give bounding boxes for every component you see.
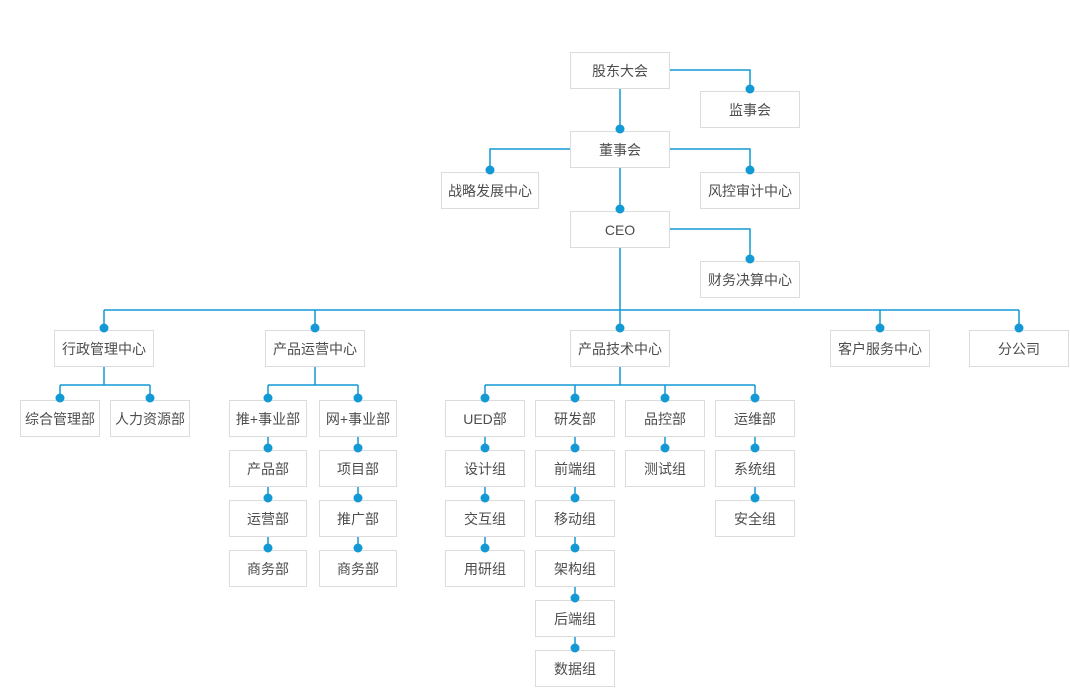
org-node-label: 行政管理中心 xyxy=(62,340,146,357)
connector-line xyxy=(670,148,751,170)
org-node-label: 战略发展中心 xyxy=(448,182,532,199)
org-node-label: 产品运营中心 xyxy=(273,340,357,357)
org-node-label: 交互组 xyxy=(464,510,506,527)
org-node-branch-company: 分公司 xyxy=(969,330,1069,367)
org-node-general-management-dept: 综合管理部 xyxy=(20,400,100,437)
org-node-label: 数据组 xyxy=(554,660,596,677)
org-node-label: 品控部 xyxy=(644,410,686,427)
org-node-architecture-group: 架构组 xyxy=(535,550,615,587)
org-node-operations-dept: 运营部 xyxy=(229,500,307,537)
org-node-human-resources-dept: 人力资源部 xyxy=(110,400,190,437)
org-node-admin-management-center: 行政管理中心 xyxy=(54,330,154,367)
org-node-label: 移动组 xyxy=(554,510,596,527)
org-node-label: 人力资源部 xyxy=(115,410,185,427)
org-node-label: 股东大会 xyxy=(592,62,648,79)
org-node-label: 网+事业部 xyxy=(325,410,391,427)
org-node-wang-plus-business-dept: 网+事业部 xyxy=(319,400,397,437)
org-node-ued-dept: UED部 xyxy=(445,400,525,437)
org-node-label: 安全组 xyxy=(734,510,776,527)
org-node-quality-control-dept: 品控部 xyxy=(625,400,705,437)
org-node-label: 分公司 xyxy=(998,340,1040,357)
org-node-business-dept-right: 商务部 xyxy=(319,550,397,587)
org-node-label: 董事会 xyxy=(599,141,641,158)
org-node-label: 财务决算中心 xyxy=(708,271,792,288)
org-node-strategy-development-center: 战略发展中心 xyxy=(441,172,539,209)
org-node-user-research-group: 用研组 xyxy=(445,550,525,587)
org-node-data-group: 数据组 xyxy=(535,650,615,687)
org-node-label: 设计组 xyxy=(464,460,506,477)
org-node-customer-service-center: 客户服务中心 xyxy=(830,330,930,367)
org-node-label: 风控审计中心 xyxy=(708,182,792,199)
org-node-label: 推广部 xyxy=(337,510,379,527)
org-node-product-technology-center: 产品技术中心 xyxy=(570,330,670,367)
org-node-ceo: CEO xyxy=(570,211,670,248)
org-node-finance-settlement-center: 财务决算中心 xyxy=(700,261,800,298)
org-node-project-dept: 项目部 xyxy=(319,450,397,487)
org-node-label: CEO xyxy=(604,221,636,238)
org-node-system-group: 系统组 xyxy=(715,450,795,487)
org-node-label: 项目部 xyxy=(337,460,379,477)
org-node-supervisory-board: 监事会 xyxy=(700,91,800,128)
org-node-testing-group: 测试组 xyxy=(625,450,705,487)
org-node-label: 研发部 xyxy=(554,410,596,427)
org-node-frontend-group: 前端组 xyxy=(535,450,615,487)
org-node-security-group: 安全组 xyxy=(715,500,795,537)
org-node-mobile-group: 移动组 xyxy=(535,500,615,537)
connector-line xyxy=(489,148,570,170)
org-node-promotion-dept: 推广部 xyxy=(319,500,397,537)
org-node-interaction-group: 交互组 xyxy=(445,500,525,537)
org-node-label: 运维部 xyxy=(734,410,776,427)
org-node-label: 监事会 xyxy=(729,101,771,118)
connector-line xyxy=(670,228,751,259)
org-node-business-dept-left: 商务部 xyxy=(229,550,307,587)
connector-line xyxy=(670,69,751,89)
org-node-label: 前端组 xyxy=(554,460,596,477)
org-node-ops-maintenance-dept: 运维部 xyxy=(715,400,795,437)
org-node-label: 商务部 xyxy=(247,560,289,577)
org-node-product-dept: 产品部 xyxy=(229,450,307,487)
org-node-board-of-directors: 董事会 xyxy=(570,131,670,168)
org-node-label: 测试组 xyxy=(644,460,686,477)
org-node-label: 综合管理部 xyxy=(25,410,95,427)
org-node-label: 运营部 xyxy=(247,510,289,527)
org-node-label: 系统组 xyxy=(734,460,776,477)
org-node-label: UED部 xyxy=(463,410,507,427)
org-node-risk-audit-center: 风控审计中心 xyxy=(700,172,800,209)
org-node-label: 架构组 xyxy=(554,560,596,577)
org-node-label: 用研组 xyxy=(464,560,506,577)
org-node-label: 商务部 xyxy=(337,560,379,577)
org-node-label: 客户服务中心 xyxy=(838,340,922,357)
org-node-label: 产品部 xyxy=(247,460,289,477)
org-node-product-operations-center: 产品运营中心 xyxy=(265,330,365,367)
org-node-label: 产品技术中心 xyxy=(578,340,662,357)
org-node-shareholders-meeting: 股东大会 xyxy=(570,52,670,89)
org-node-backend-group: 后端组 xyxy=(535,600,615,637)
org-node-rnd-dept: 研发部 xyxy=(535,400,615,437)
org-node-tui-plus-business-dept: 推+事业部 xyxy=(229,400,307,437)
org-node-design-group: 设计组 xyxy=(445,450,525,487)
org-node-label: 推+事业部 xyxy=(235,410,301,427)
org-node-label: 后端组 xyxy=(554,610,596,627)
